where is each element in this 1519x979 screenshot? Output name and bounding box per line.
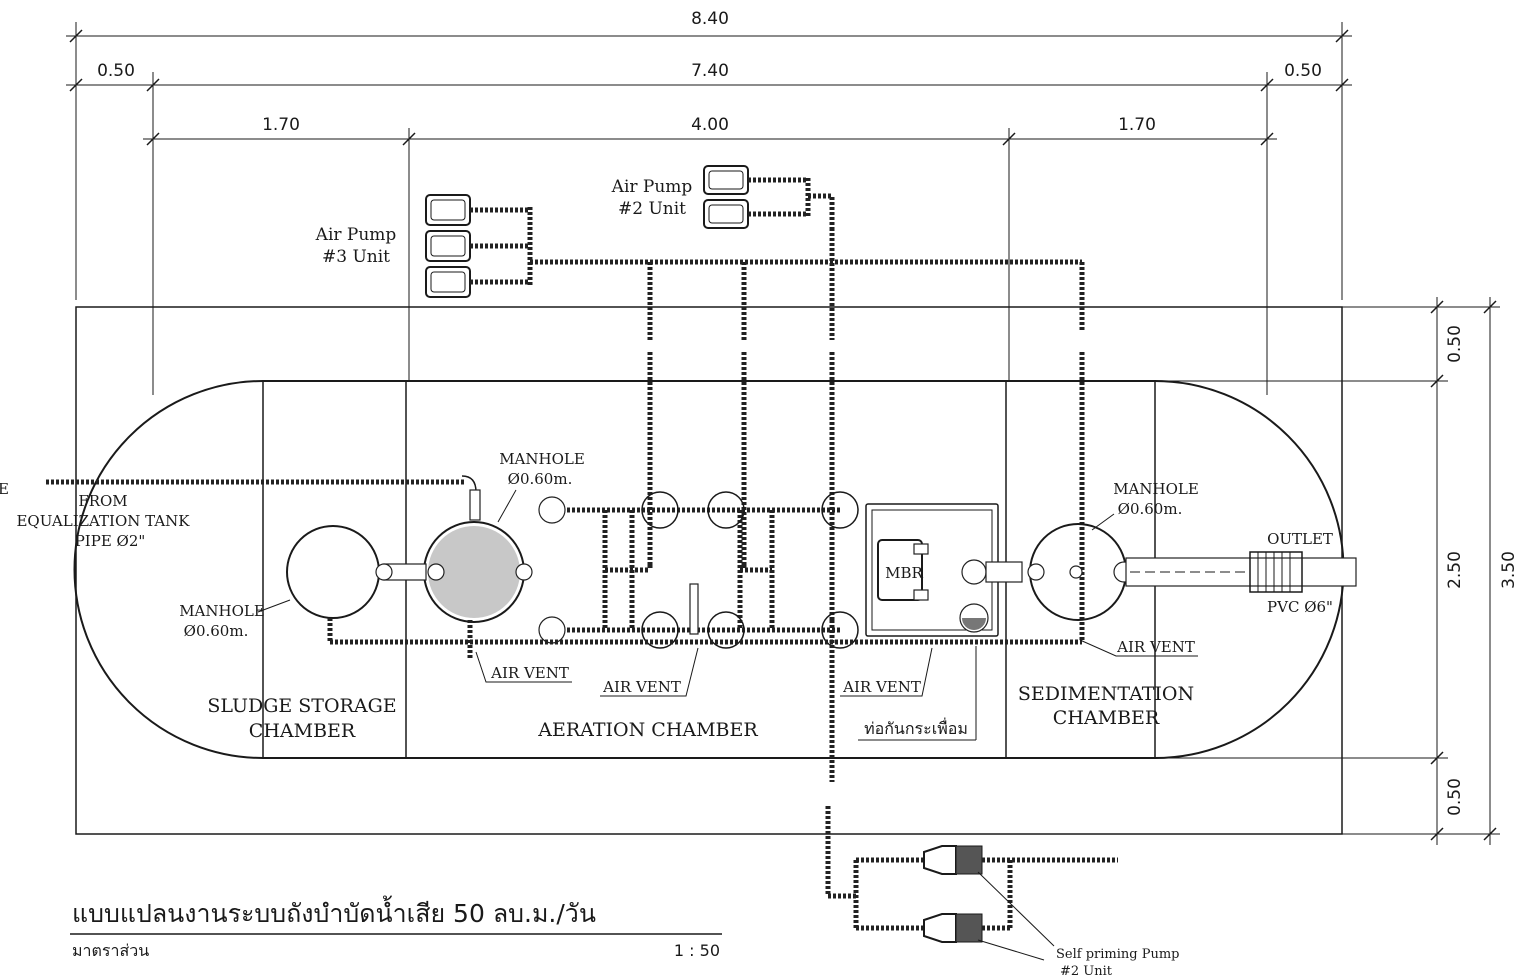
air-pump-3-label-2: #3 Unit: [322, 247, 390, 267]
manhole-center-dia: Ø0.60m.: [508, 470, 573, 488]
dim-margin-right: 0.50: [1284, 61, 1322, 81]
inlet-label-1: FROM: [78, 492, 127, 510]
air-pump-2-group: [703, 165, 835, 229]
inlet-label-2: EQUALIZATION TANK: [16, 512, 190, 530]
inlet-pipe: [46, 475, 481, 521]
air-vent-label-2: AIR VENT: [602, 678, 681, 696]
dim-margin-bottom: 0.50: [1445, 778, 1465, 816]
self-priming-label-2: #2 Unit: [1060, 964, 1113, 979]
air-vent-label-1: AIR VENT: [490, 664, 569, 682]
self-priming-pump-group: [825, 620, 1118, 961]
air-pump-3-label-1: Air Pump: [315, 225, 397, 245]
dim-tank-height: 2.50: [1445, 551, 1465, 589]
sludge-chamber-label-2: CHAMBER: [249, 720, 356, 742]
air-vent-leaders: [475, 639, 1198, 697]
air-distribution-piping: [530, 228, 1085, 642]
drawing-title: แบบแปลนงานระบบถังบำบัดน้ำเสีย 50 ลบ.ม./ว…: [72, 895, 596, 928]
outlet-label: OUTLET: [1267, 530, 1333, 548]
dimension-lines-right: [1160, 297, 1500, 845]
manhole-left-label: MANHOLE: [179, 602, 265, 620]
air-pump-2-label-2: #2 Unit: [618, 199, 686, 219]
air-vent-label-4: AIR VENT: [1116, 638, 1195, 656]
manhole-left-dia: Ø0.60m.: [184, 622, 249, 640]
outlet-pipe: [1125, 551, 1357, 593]
inlet-label-3: PIPE Ø2": [75, 532, 146, 550]
center-manhole: [423, 521, 533, 623]
self-priming-label-1: Self priming Pump: [1056, 947, 1179, 962]
dim-overall-height: 3.50: [1499, 551, 1519, 589]
mbr-label: MBR: [885, 564, 923, 582]
inlet-cut-label: E: [0, 480, 9, 498]
air-pump-3-group: [425, 194, 533, 298]
sludge-manhole: [286, 525, 380, 619]
air-vent-label-3: AIR VENT: [842, 678, 921, 696]
dim-inner-width: 7.40: [691, 61, 729, 81]
scale-value: 1 : 50: [674, 941, 720, 960]
vibration-pipe-label: ท่อกันกระเพื่อม: [864, 717, 968, 738]
manhole-center-label: MANHOLE: [499, 450, 585, 468]
sedimentation-chamber-label-2: CHAMBER: [1053, 707, 1160, 729]
manhole-right-label: MANHOLE: [1113, 480, 1199, 498]
dim-aeration-width: 4.00: [691, 115, 729, 135]
outlet-pvc-label: PVC Ø6": [1267, 598, 1333, 616]
sedimentation-chamber-label-1: SEDIMENTATION: [1018, 683, 1194, 705]
aeration-diffusers: [538, 491, 859, 649]
dimension-lines-top: [66, 22, 1352, 395]
aeration-chamber-label: AERATION CHAMBER: [537, 719, 758, 741]
scale-label: มาตราส่วน: [72, 941, 149, 960]
dim-margin-top: 0.50: [1445, 325, 1465, 363]
dim-sludge-width: 1.70: [262, 115, 300, 135]
dim-margin-left: 0.50: [97, 61, 135, 81]
manhole-right-dia: Ø0.60m.: [1118, 500, 1183, 518]
dim-overall-width: 8.40: [691, 9, 729, 29]
sedimentation-manhole: [985, 523, 1135, 621]
air-pump-2-label-1: Air Pump: [611, 177, 693, 197]
sludge-transfer-pipe: [327, 563, 1082, 660]
dim-sedimentation-width: 1.70: [1118, 115, 1156, 135]
sludge-chamber-label-1: SLUDGE STORAGE: [207, 695, 396, 717]
